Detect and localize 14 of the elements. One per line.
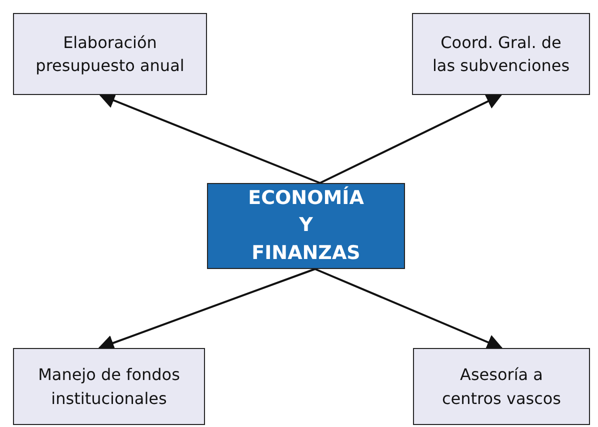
process-box bbox=[412, 13, 590, 95]
arrow bbox=[98, 92, 320, 184]
process-box bbox=[13, 13, 207, 95]
box-label: Coord. Gral. de las subvenciones bbox=[431, 32, 571, 77]
process-box bbox=[413, 348, 590, 425]
process-box bbox=[13, 348, 205, 425]
arrow bbox=[320, 94, 502, 184]
box-label: Manejo de fondos institucionales bbox=[37, 364, 181, 410]
arrow bbox=[314, 268, 503, 350]
central-box bbox=[207, 183, 405, 269]
arrow bbox=[98, 268, 316, 351]
box-label: Elaboración presupuesto anual bbox=[34, 32, 186, 77]
box-label: ECONOMÍA Y FINANZAS bbox=[247, 185, 365, 266]
box-label: Asesoría a centros vascos bbox=[440, 364, 562, 410]
